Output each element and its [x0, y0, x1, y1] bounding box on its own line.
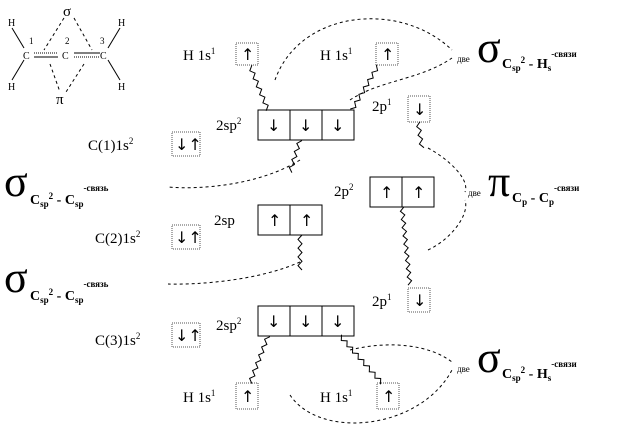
- c1-1s2-label: C(1)1s2: [88, 136, 133, 154]
- svg-text:σ: σ: [477, 333, 501, 382]
- orbital-overlap-wave: [249, 65, 269, 111]
- sigma-ch-bonds-top: две σ Csp2 - Hs-связи: [457, 23, 577, 73]
- h1s-cell: [375, 42, 399, 66]
- orbital-overlap-wave: [297, 234, 303, 271]
- svg-text:↓: ↓: [267, 116, 280, 135]
- spin-pair: ↓↑: [175, 228, 202, 247]
- c1-2p1-cell: [407, 95, 431, 123]
- sigma-cc-bond-1: σ Csp2 - Csp-связь: [4, 157, 109, 209]
- svg-text:↑: ↑: [300, 211, 313, 230]
- h1s-cell: [235, 382, 259, 410]
- spin-up: ↑: [382, 387, 395, 406]
- c1-1s-cell: [171, 131, 201, 157]
- svg-text:Csp2 - Hs-связи: Csp2 - Hs-связи: [502, 359, 577, 383]
- svg-text:π: π: [488, 157, 510, 206]
- atom-h: H: [8, 18, 15, 29]
- svg-text:↓: ↓: [331, 116, 344, 135]
- orbital-overlap-wave: [340, 334, 382, 385]
- spin-pair: ↓↑: [175, 135, 202, 154]
- sigma-cc-bond-2: σ Csp2 - Csp-связь: [4, 253, 109, 305]
- c3-2sp2-cells: ↓ ↓ ↓: [257, 305, 355, 337]
- pi-cc-bonds: две π Cp - Cp-связи: [468, 157, 579, 207]
- atom-h: H: [118, 18, 125, 29]
- svg-text:σ: σ: [4, 253, 28, 302]
- orbital-overlap-wave: [416, 121, 425, 149]
- svg-text:Csp2 - Hs-связи: Csp2 - Hs-связи: [502, 49, 577, 73]
- overlap-wavy-lines: [248, 64, 425, 385]
- svg-text:Csp2 - Csp-связь: Csp2 - Csp-связь: [30, 183, 109, 209]
- c3-2sp2-label: 2sp2: [216, 316, 241, 334]
- c2-2p2-cells: ↑↑: [369, 176, 435, 208]
- spin-down: ↓: [413, 291, 426, 310]
- svg-text:↓: ↓: [299, 116, 312, 135]
- atom-number-2: 2: [65, 36, 70, 46]
- c2-1s2-label: C(2)1s2: [95, 229, 140, 247]
- svg-text:две: две: [457, 364, 470, 374]
- svg-text:две: две: [468, 188, 481, 198]
- atom-c3: C: [100, 51, 107, 62]
- orbital-overlap-wave: [288, 140, 303, 173]
- c1-2p1-label: 2p1: [372, 97, 392, 115]
- dashed-connectors: [167, 18, 467, 424]
- atom-h: H: [8, 82, 15, 93]
- sigma-label: σ: [63, 4, 71, 20]
- svg-text:↑: ↑: [412, 183, 425, 202]
- c3-1s2-label: C(3)1s2: [95, 331, 140, 349]
- h1s-label-bottom-left: H 1s1: [183, 388, 215, 406]
- c3-2p1-label: 2p1: [372, 292, 392, 310]
- atom-number-1: 1: [29, 36, 34, 46]
- spin-up: ↑: [241, 45, 254, 64]
- orbital-overlap-wave: [350, 64, 379, 110]
- spin-up: ↑: [381, 45, 394, 64]
- svg-text:две: две: [457, 54, 470, 64]
- h1s-label-top-left: H 1s1: [183, 46, 215, 64]
- c2-1s-cell: [171, 224, 201, 250]
- svg-text:σ: σ: [4, 157, 28, 206]
- c2-2p2-label: 2p2: [334, 182, 354, 200]
- pi-label: π: [56, 92, 64, 108]
- svg-text:↓: ↓: [331, 312, 344, 331]
- c2-2sp-label: 2sp: [214, 213, 235, 229]
- h1s-label-bottom-right: H 1s1: [320, 388, 352, 406]
- atom-h: H: [118, 82, 125, 93]
- svg-text:Cp - Cp-связи: Cp - Cp-связи: [512, 183, 579, 207]
- molecule-structure: H H H H C C C 1 2 3 σ π: [8, 4, 125, 108]
- h1s-cell: [235, 42, 259, 66]
- atom-c1: C: [23, 51, 30, 62]
- orbital-overlap-wave: [399, 206, 413, 286]
- spin-up: ↑: [241, 387, 254, 406]
- svg-text:↓: ↓: [299, 312, 312, 331]
- svg-text:↓: ↓: [267, 312, 280, 331]
- spin-down: ↓: [413, 100, 426, 119]
- svg-text:σ: σ: [477, 23, 501, 72]
- atom-c2: C: [62, 51, 69, 62]
- c1-2sp2-label: 2sp2: [216, 116, 241, 134]
- svg-text:↑: ↑: [268, 211, 281, 230]
- h1s-cell: [376, 382, 400, 410]
- c1-2sp2-cells: ↓ ↓ ↓: [257, 109, 355, 141]
- svg-text:↑: ↑: [380, 183, 393, 202]
- c2-2sp-cells: ↑↑: [257, 204, 323, 236]
- c3-2p1-cell: [407, 287, 431, 313]
- atom-number-3: 3: [100, 36, 105, 46]
- orbital-overlap-wave: [248, 336, 271, 384]
- h1s-label-top-right: H 1s1: [320, 46, 352, 64]
- c3-1s-cell: [171, 322, 201, 348]
- spin-pair: ↓↑: [175, 326, 202, 345]
- svg-text:Csp2 - Csp-связь: Csp2 - Csp-связь: [30, 279, 109, 305]
- sigma-ch-bonds-bottom: две σ Csp2 - Hs-связи: [457, 333, 577, 383]
